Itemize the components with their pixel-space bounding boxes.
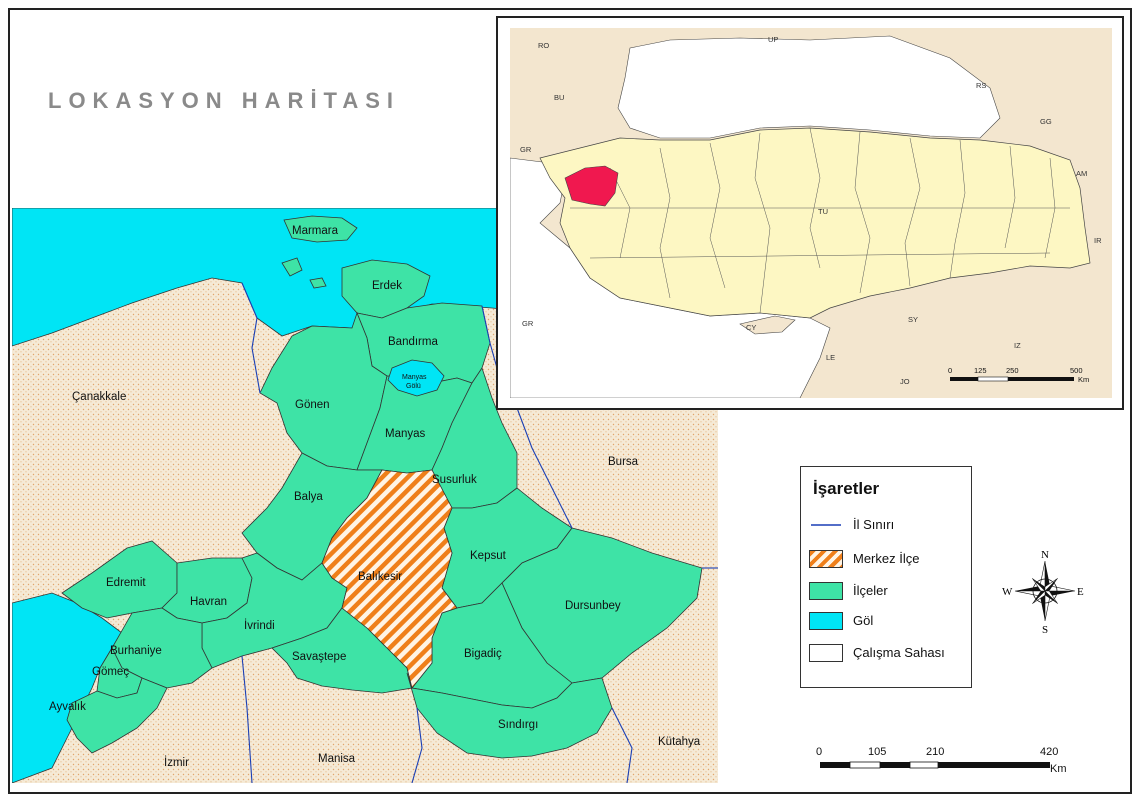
inset-label-ro: RO	[538, 41, 549, 50]
marmara-island	[283, 215, 358, 243]
label-gomec: Gömeç	[92, 666, 129, 678]
district-swatch	[809, 582, 843, 600]
main-scale-bar: 0 105 210 420 Km	[816, 746, 1067, 775]
district-balikesir-center	[321, 469, 458, 689]
inset-scale-tick-0: 0	[948, 366, 952, 375]
cyprus	[739, 315, 796, 335]
compass-n: N	[1041, 549, 1049, 561]
inset-label-gr2: GR	[522, 319, 534, 328]
legend-label: Merkez İlçe	[853, 551, 920, 566]
inset-province-lines	[570, 127, 1070, 314]
label-izmir: İzmir	[164, 756, 189, 769]
scale-tick-3: 420	[1040, 746, 1058, 758]
inset-map: RO UP RS BU GG GR AM IR TU GR CY SY IZ L…	[510, 28, 1112, 398]
inset-label-ir: IR	[1094, 236, 1102, 245]
label-manyas-golu: Manyas	[402, 374, 427, 381]
inset-label-rs: RS	[976, 81, 986, 90]
legend-item-districts: İlçeler	[809, 581, 969, 601]
lake-swatch	[809, 612, 843, 630]
label-ayvalik: Ayvalık	[49, 701, 86, 713]
label-gonen: Gönen	[295, 399, 330, 411]
label-kutahya: Kütahya	[658, 736, 701, 748]
label-susurluk: Susurluk	[432, 474, 477, 486]
inset-label-iz: IZ	[1014, 341, 1021, 350]
label-havran: Havran	[190, 596, 227, 608]
label-kepsut: Kepsut	[470, 550, 507, 562]
label-canakkale: Çanakkale	[72, 391, 126, 403]
inset-label-bu: BU	[554, 93, 564, 102]
label-erdek: Erdek	[372, 280, 402, 292]
district-ayvalik	[66, 677, 168, 754]
label-balikesir: Balıkesir	[358, 571, 402, 583]
inset-label-jo: JO	[900, 377, 910, 386]
legend-label: İlçeler	[853, 583, 888, 598]
scale-unit: Km	[1050, 763, 1067, 775]
compass-w: W	[1002, 586, 1013, 598]
label-bandirma: Bandırma	[388, 336, 438, 348]
manyas-lake	[387, 359, 445, 397]
inset-label-gr: GR	[520, 145, 532, 154]
legend-item-study-area: Çalışma Sahası	[809, 643, 969, 663]
legend-title: İşaretler	[813, 479, 880, 498]
islet	[281, 257, 303, 277]
label-bigadic: Bigadiç	[464, 648, 502, 660]
label-burhaniye: Burhaniye	[110, 645, 162, 657]
legend-item-center: Merkez İlçe	[809, 549, 969, 569]
inset-label-tu: TU	[818, 207, 828, 216]
inset-scale-unit: Km	[1078, 375, 1089, 384]
islet	[309, 277, 327, 289]
inset-scale-tick-3: 500	[1070, 366, 1083, 375]
scale-tick-2: 210	[926, 746, 944, 758]
legend-label: Göl	[853, 613, 874, 628]
label-sindirgi: Sındırgı	[498, 719, 538, 731]
inset-label-le: LE	[826, 353, 835, 362]
inset-scale-tick-2: 250	[1006, 366, 1019, 375]
legend: İşaretler İl Sınırı Merkez İlçe İlçeler …	[800, 466, 972, 688]
erdek-peninsula	[341, 259, 431, 319]
black-sea	[617, 35, 1001, 139]
compass-s: S	[1042, 624, 1048, 636]
label-dursunbey: Dursunbey	[565, 600, 621, 612]
label-manyas: Manyas	[385, 428, 426, 440]
inset-label-cy: CY	[746, 323, 756, 332]
province-border-swatch	[811, 524, 841, 526]
legend-item-province-border: İl Sınırı	[809, 515, 969, 535]
label-manisa: Manisa	[318, 753, 356, 765]
turkey	[539, 127, 1091, 319]
inset-label-sy: SY	[908, 315, 918, 324]
inset-balikesir	[564, 165, 619, 207]
label-bursa: Bursa	[608, 456, 639, 468]
inset-label-gg: GG	[1040, 117, 1052, 126]
legend-label: İl Sınırı	[853, 517, 895, 532]
inset-scale-bar: 0 125 250 500 Km	[948, 366, 1089, 384]
study-area-swatch	[809, 644, 843, 662]
hatch-swatch	[809, 550, 843, 568]
inset-scale-tick-1: 125	[974, 366, 987, 375]
label-ivrindi: İvrindi	[244, 619, 275, 632]
district-sindirgi	[406, 672, 613, 759]
inset-label-am: AM	[1076, 169, 1087, 178]
compass-rose-icon: N S E W	[1002, 549, 1084, 636]
scale-tick-1: 105	[868, 746, 886, 758]
label-marmara: Marmara	[292, 225, 339, 237]
label-manyas-golu-2: Gölü	[406, 383, 421, 390]
legend-label: Çalışma Sahası	[853, 645, 945, 660]
label-edremit: Edremit	[106, 577, 146, 589]
scale-tick-0: 0	[816, 746, 822, 758]
inset-label-up: UP	[768, 35, 778, 44]
label-savastepe: Savaştepe	[292, 651, 346, 663]
legend-item-lake: Göl	[809, 611, 969, 631]
label-balya: Balya	[294, 491, 323, 503]
map-title: LOKASYON HARİTASI	[48, 88, 401, 113]
compass-e: E	[1077, 586, 1084, 598]
